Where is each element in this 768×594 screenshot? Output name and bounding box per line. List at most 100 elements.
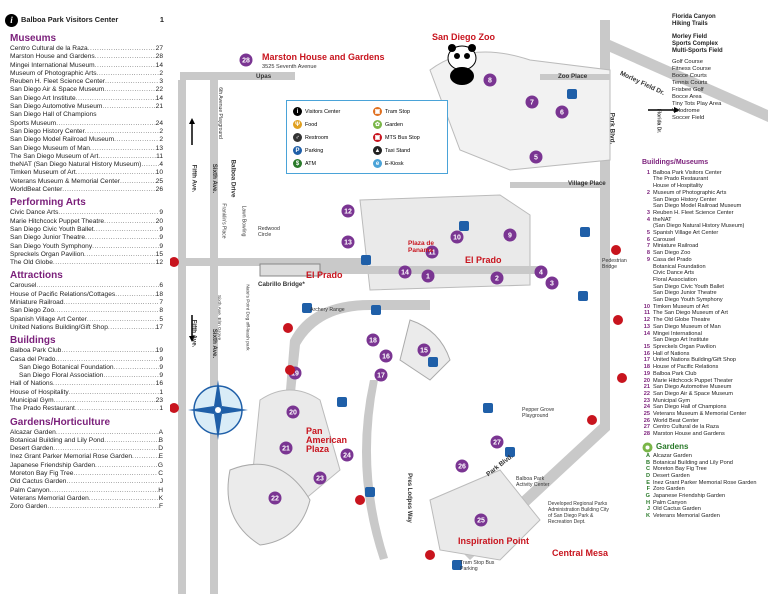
directory-item-name: Mingei International Museum [10,61,95,69]
morley-bold-item: Hiking Trails [672,21,708,27]
directory-item: Veterans Museum & Memorial Center25 [10,178,163,186]
legend-key [642,284,650,291]
directory-item-number: 9 [159,225,163,233]
directory-item-name: Carousel [10,282,37,290]
legend-item: Civic Dance Arts [642,270,768,277]
directory-item-number: 11 [156,152,163,160]
upas-street [180,72,295,80]
svg-text:24: 24 [343,453,351,460]
directory-item-number: 1 [159,388,163,396]
legend-key: 27 [643,424,650,431]
marston-address: 3525 Seventh Avenue [262,64,317,70]
leader-dots [103,372,159,380]
morley-facility-item: Tennis Courts [672,80,708,86]
visitors-center-number: 1 [159,15,164,25]
directory-item-name: San Diego Floral Association [19,372,104,380]
leader-dots [105,78,159,86]
directory-item-number: 24 [155,119,163,127]
directory-item-name: Spanish Village Art Center [10,315,87,323]
legend-key: 20 [643,377,650,384]
legend-key: 11 [644,310,650,317]
garden-key: H [645,499,650,506]
pepper-grove-label: Pepper Grove Playground [522,407,555,419]
directory-item-number: F [158,503,163,511]
bus-stop-icon [617,373,627,383]
directory-item: San Diego Floral Association9 [19,372,163,380]
directory-item-name: House of Hospitality [10,388,69,396]
directory-item-number: 23 [155,396,163,404]
gardens-legend-heading: Gardens [642,442,768,453]
directory-item-name: The Prado Restaurant [10,405,75,413]
map-marker-10: 10 [450,230,464,244]
map-marker-9: 9 [503,228,517,242]
balboa-drive-label: Balboa Drive [229,159,237,198]
legend-key: 3 [646,209,650,216]
directory-item: Carousel 6 [10,282,163,290]
directory-item-number: J [159,478,163,486]
parking-icon [365,487,375,497]
legend-text: Spreckels Organ Pavilion [653,343,716,350]
parking-icon [483,403,493,413]
parking-icon [371,305,381,315]
directory-item: San Diego Zoo8 [10,307,163,315]
directory-item-number: 22 [155,86,163,94]
legend-key: 28 [643,431,650,438]
legend-text: San Diego Automotive Museum [653,384,732,391]
directory-item-name: Inez Grant Parker Memorial Rose Garden [10,453,133,461]
directory-item-name: San Diego Hall of Champions [10,111,97,119]
legend-key: 1 [646,169,650,176]
legend-item: House of Hospitality [642,183,768,190]
regional-parks-label: Developed Regional Parks Administration … [548,501,609,525]
directory-item-name: Marie Hitchcock Puppet Theatre [10,217,105,225]
map-key-item: ▣MTS Bus Stop [373,133,420,142]
legend-key: 24 [643,404,650,411]
garden-text: Palm Canyon [653,499,687,506]
svg-text:28: 28 [242,58,250,65]
directory-item: House of Pacific Relations/Cottages18 [10,291,163,299]
legend-text: Veterans Museum & Memorial Center [653,411,747,418]
zoo-area [429,51,611,171]
garden-key: J [646,506,650,513]
legend-key: 6 [646,236,650,243]
legend-text: Balboa Park Visitors Center [653,169,722,176]
directory-item-name: Zoro Garden [10,503,48,511]
parking-icon [580,227,590,237]
directory-item-number: 18 [155,290,163,298]
directory-item: Spanish Village Art Center 5 [10,316,163,324]
directory-item-name: Botanical Building and Lily Pond [10,436,105,444]
directory-item-number: 5 [159,315,163,323]
directory-item-number: 6 [159,282,163,290]
directory-item-number: G [157,461,163,469]
directory-item: Municipal Gym23 [10,397,163,405]
legend-text: Hall of Nations [653,350,690,357]
map-key-item: $ATM [293,159,316,168]
parking-icon [302,303,312,313]
parking-icon [428,357,438,367]
directory-item: Civic Dance Arts9 [10,209,163,217]
el-prado-west-label: El Prado [306,270,343,280]
pan-am-road [362,380,388,560]
legend-key [642,270,650,277]
legend-key: 15 [643,343,650,350]
map-marker-16: 16 [379,349,393,363]
bus-stop-icon [170,403,179,413]
taxi-icon: ▲ [373,146,382,155]
morley-facility-item: Frisbee Golf [672,87,704,93]
leader-dots [87,316,159,324]
legend-text: Reuben H. Fleet Science Center [653,209,734,216]
leader-dots [75,405,159,413]
leader-dots [104,86,155,94]
east-arrow-morley [648,107,680,113]
svg-text:25: 25 [477,518,485,525]
legend-text: The Prado Restaurant [653,176,709,183]
